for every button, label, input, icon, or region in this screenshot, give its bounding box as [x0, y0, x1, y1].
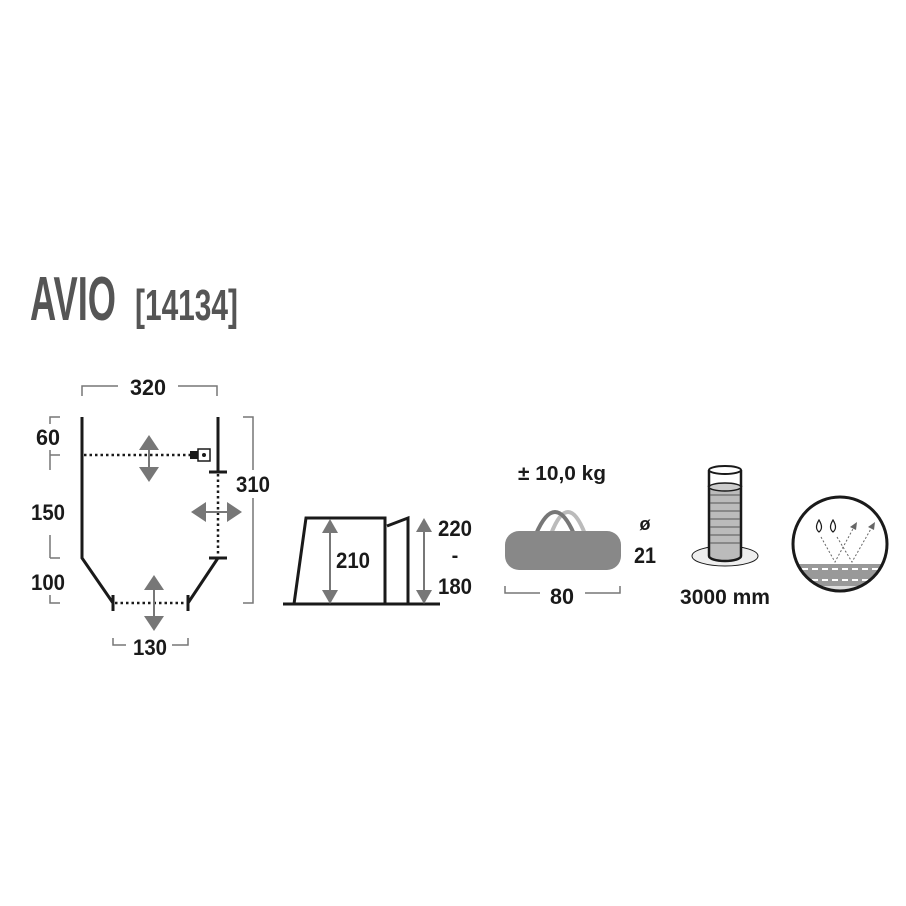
outer-height-min-label: 180	[438, 574, 472, 599]
breathable-fabric-icon	[791, 495, 889, 593]
width-label: 320	[130, 375, 166, 400]
pack-info: ± 10,0 kg ø 21 80	[504, 463, 656, 609]
horizontal-adjust-arrow-icon	[191, 502, 242, 522]
connector-clip-icon	[190, 448, 211, 462]
diameter-symbol: ø	[640, 514, 651, 534]
segment-top-label: 60	[36, 425, 60, 450]
inner-height-arrow-icon	[322, 519, 338, 604]
height-range-separator: -	[452, 545, 459, 567]
left-wall	[80, 417, 115, 604]
tent-profile	[292, 516, 387, 605]
depth-dimension-bracket	[243, 416, 254, 604]
right-wall	[186, 417, 220, 604]
depth-label: 310	[236, 472, 270, 497]
water-column-label: 3000 mm	[680, 586, 770, 609]
annex-profile	[386, 515, 410, 604]
outer-height-max-label: 220	[438, 516, 472, 541]
bag-handle-front	[534, 510, 576, 535]
segment-middle-label: 150	[31, 500, 65, 525]
product-code: [14134]	[135, 281, 238, 330]
bottom-adjust-arrow-icon	[144, 575, 164, 631]
segment-bottom-label: 100	[31, 570, 65, 595]
weight-label: ± 10,0 kg	[518, 463, 606, 485]
wall-ticks	[111, 470, 227, 611]
segment-dimension-bracket	[49, 416, 60, 604]
floor-plan: 320 60 150 100 310	[31, 375, 270, 660]
water-column-icon	[691, 465, 759, 567]
bag-handle-back	[549, 510, 587, 535]
length-label: 80	[550, 584, 574, 609]
bottom-width-label: 130	[133, 635, 167, 660]
inner-height-label: 210	[336, 548, 370, 573]
bottom-width-bracket	[112, 638, 189, 646]
width-dimension-bracket	[81, 385, 218, 396]
product-name: AVIO	[30, 265, 116, 334]
vertical-adjust-arrow-icon	[139, 435, 159, 482]
length-bracket	[504, 586, 621, 594]
side-view: 210 220 - 180	[283, 515, 472, 606]
outer-height-arrow-icon	[416, 518, 432, 604]
pack-bag-icon	[505, 531, 621, 570]
connection-lines	[84, 453, 220, 605]
diameter-label: 21	[634, 543, 656, 568]
